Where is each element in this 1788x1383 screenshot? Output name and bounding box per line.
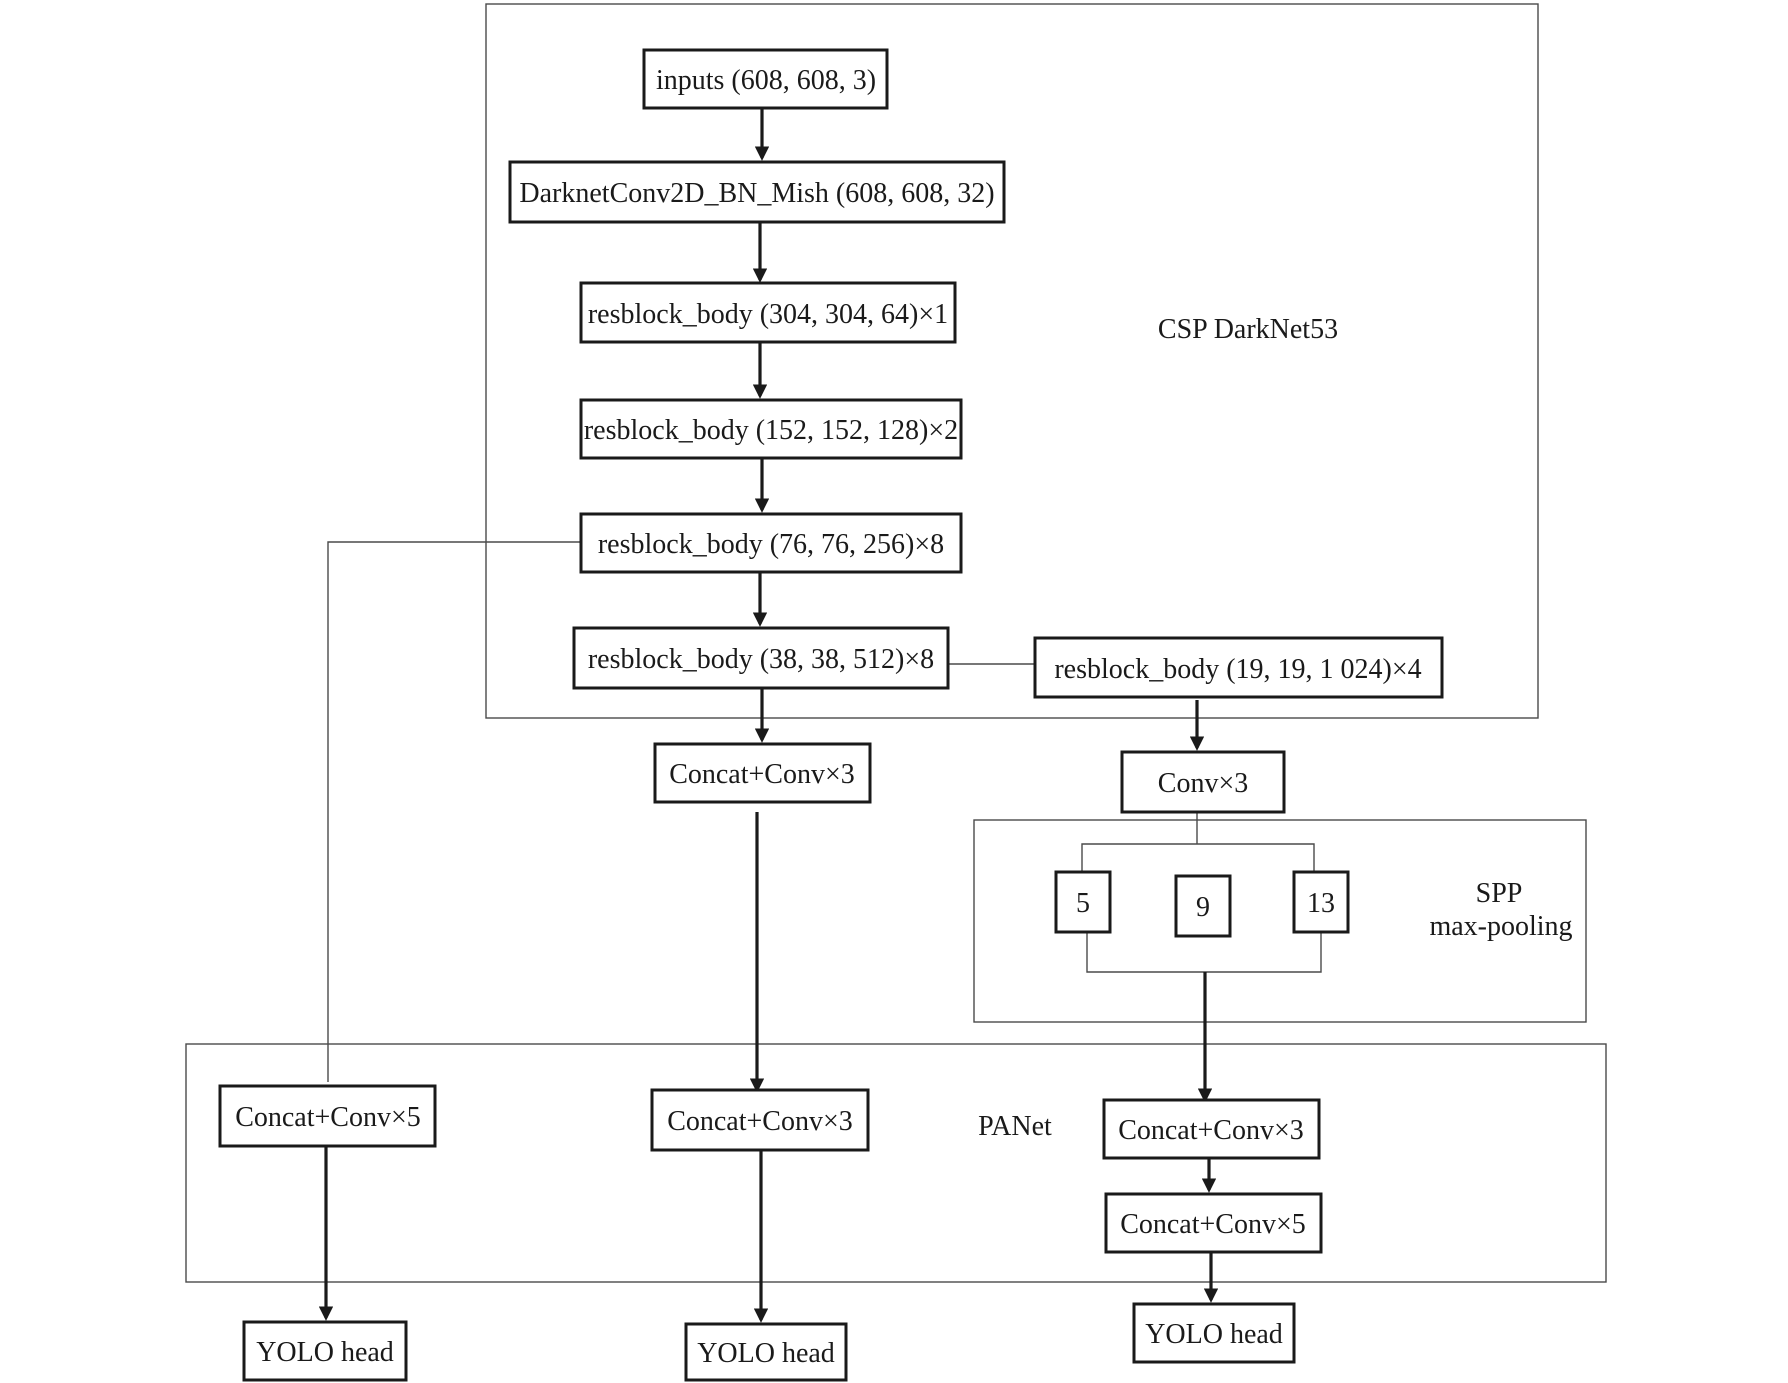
node-yolo-head-left: YOLO head: [242, 1320, 408, 1382]
node-concat-conv5-right-label: Concat+Conv×5: [1120, 1209, 1306, 1240]
node-pool-13: 13: [1292, 870, 1350, 934]
node-concat-conv3-mid-label: Concat+Conv×3: [669, 759, 855, 790]
node-resblock-38: resblock_body (38, 38, 512)×8: [572, 626, 950, 690]
node-yolo-head-left-label: YOLO head: [256, 1337, 394, 1368]
panet-label: PANet: [978, 1111, 1052, 1142]
spp-label: SPP: [1476, 878, 1523, 909]
spp-merge-connector: [1086, 932, 1322, 973]
node-resblock-76-label: resblock_body (76, 76, 256)×8: [598, 529, 944, 560]
node-resblock-304-label: resblock_body (304, 304, 64)×1: [588, 299, 948, 330]
spp-region: [973, 819, 1587, 1023]
spp-split-connector: [1081, 812, 1315, 872]
node-concat-conv3-right: Concat+Conv×3: [1102, 1098, 1321, 1160]
node-resblock-152-label: resblock_body (152, 152, 128)×2: [584, 415, 958, 446]
csp-darknet53-region: [485, 3, 1539, 719]
node-pool-5-label: 5: [1076, 888, 1090, 919]
node-inputs: inputs (608, 608, 3): [642, 48, 889, 110]
csp-darknet53-label: CSP DarkNet53: [1158, 314, 1338, 345]
node-yolo-head-right-label: YOLO head: [1145, 1319, 1283, 1350]
node-concat-conv3-center: Concat+Conv×3: [650, 1088, 870, 1152]
node-concat-conv3-right-label: Concat+Conv×3: [1118, 1115, 1304, 1146]
node-yolo-head-right: YOLO head: [1132, 1302, 1296, 1364]
node-pool-5: 5: [1054, 870, 1112, 934]
max-pooling-label: max-pooling: [1429, 911, 1572, 942]
node-conv3-label: Conv×3: [1158, 768, 1248, 799]
node-darknet-conv2d: DarknetConv2D_BN_Mish (608, 608, 32): [508, 160, 1006, 224]
node-yolo-head-center: YOLO head: [684, 1322, 848, 1382]
node-resblock-19-label: resblock_body (19, 19, 1 024)×4: [1054, 654, 1421, 685]
node-inputs-label: inputs (608, 608, 3): [656, 65, 876, 96]
skip-connector-76: [327, 541, 581, 1082]
node-yolo-head-center-label: YOLO head: [697, 1338, 835, 1369]
node-concat-conv5-left: Concat+Conv×5: [218, 1084, 437, 1148]
node-concat-conv3-center-label: Concat+Conv×3: [667, 1106, 853, 1137]
node-resblock-76: resblock_body (76, 76, 256)×8: [579, 512, 963, 574]
node-resblock-38-label: resblock_body (38, 38, 512)×8: [588, 644, 934, 675]
node-concat-conv5-left-label: Concat+Conv×5: [235, 1102, 421, 1133]
node-resblock-152: resblock_body (152, 152, 128)×2: [579, 398, 963, 460]
node-resblock-19: resblock_body (19, 19, 1 024)×4: [1033, 636, 1444, 699]
node-resblock-304: resblock_body (304, 304, 64)×1: [579, 281, 957, 344]
node-concat-conv3-mid: Concat+Conv×3: [653, 742, 872, 804]
node-pool-9-label: 9: [1196, 892, 1210, 923]
node-pool-13-label: 13: [1307, 888, 1335, 919]
node-concat-conv5-right: Concat+Conv×5: [1104, 1192, 1323, 1254]
node-darknet-conv2d-label: DarknetConv2D_BN_Mish (608, 608, 32): [519, 178, 994, 209]
panet-region: [185, 1043, 1607, 1283]
node-pool-9: 9: [1174, 874, 1232, 938]
node-conv3: Conv×3: [1120, 750, 1286, 814]
